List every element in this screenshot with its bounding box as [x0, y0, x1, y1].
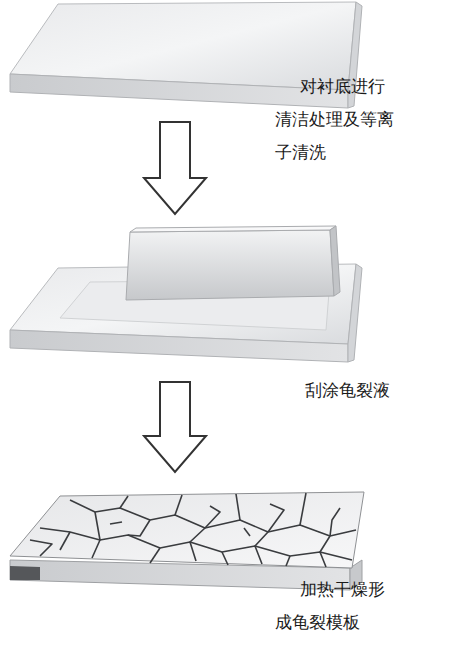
cracked-template — [10, 492, 364, 590]
flow-arrow — [144, 122, 206, 214]
step-label: 刮涂龟裂液 — [280, 374, 420, 407]
step-label: 对衬底进行清洁处理及等离子清洗 — [275, 70, 397, 169]
blade — [126, 226, 340, 300]
flow-arrow — [144, 382, 206, 472]
step-label: 加热干燥形成龟裂模板 — [275, 573, 387, 639]
